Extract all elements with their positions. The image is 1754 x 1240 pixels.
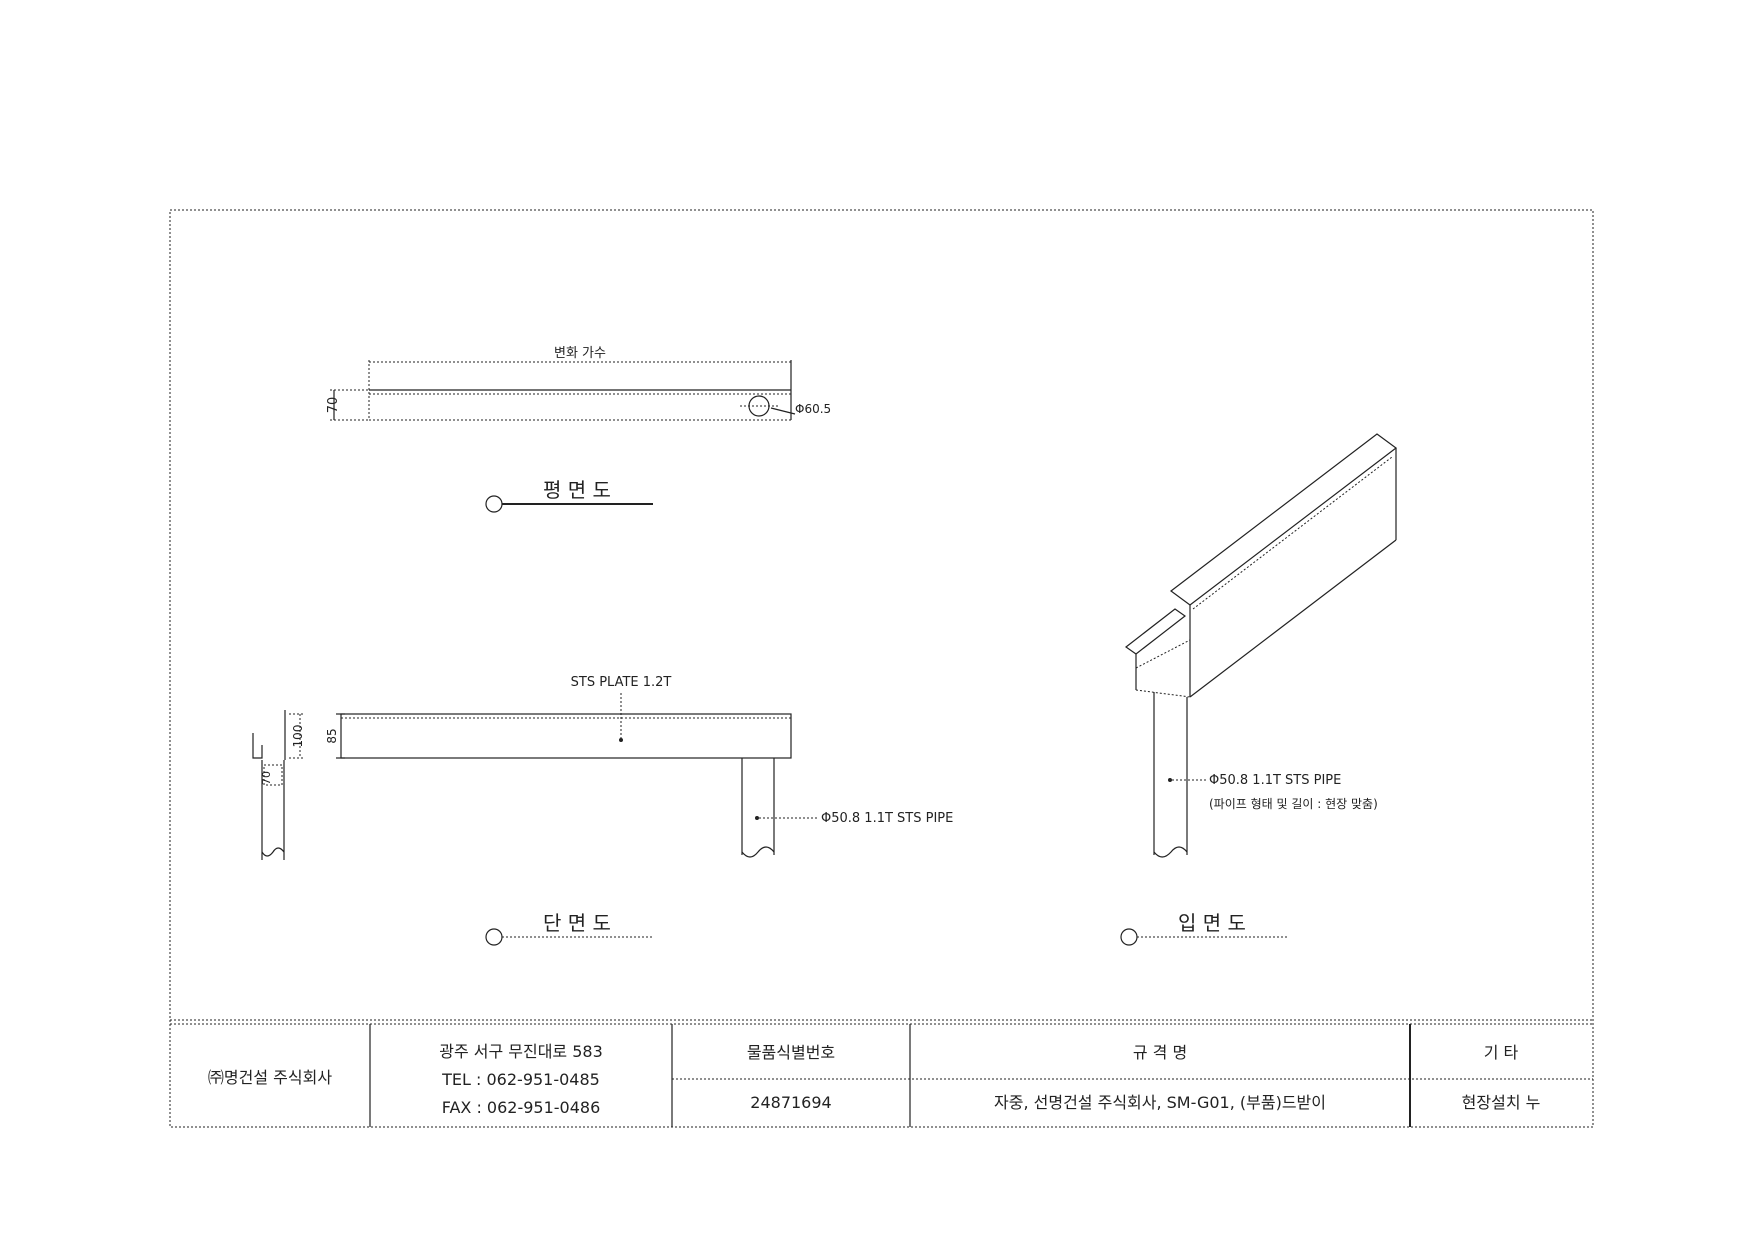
spec-header: 규 격 명 bbox=[1133, 1043, 1187, 1062]
company-name: ㈜명건설 주식회사 bbox=[208, 1068, 332, 1087]
section-dim-70: 70 bbox=[260, 771, 273, 785]
id-value: 24871694 bbox=[750, 1093, 831, 1112]
etc-header: 기 타 bbox=[1484, 1043, 1519, 1062]
sheet-border bbox=[169, 209, 1594, 1128]
company-tel: TEL : 062-951-0485 bbox=[441, 1070, 600, 1089]
plan-title: 평 면 도 bbox=[543, 478, 611, 502]
elevation-title: 입 면 도 bbox=[1178, 911, 1246, 935]
plan-pipe-label: Φ60.5 bbox=[795, 402, 831, 416]
section-view: 70 100 85 STS PLATE 1.2T Φ50.8 1.1T STS … bbox=[252, 675, 953, 946]
view-marker-icon bbox=[485, 495, 503, 513]
section-title: 단 면 도 bbox=[543, 911, 611, 935]
section-dim-85: 85 bbox=[325, 728, 339, 743]
company-fax: FAX : 062-951-0486 bbox=[442, 1098, 601, 1117]
view-marker-icon bbox=[1120, 928, 1138, 946]
plan-view: 70 변화 가수 Φ60.5 평 면 도 bbox=[326, 346, 831, 513]
section-plate-label: STS PLATE 1.2T bbox=[571, 675, 672, 690]
elevation-view: Φ50.8 1.1T STS PIPE (파이프 형태 및 길이 : 현장 맞춤… bbox=[1120, 433, 1398, 946]
title-block: ㈜명건설 주식회사 광주 서구 무진대로 583 TEL : 062-951-0… bbox=[208, 1024, 1593, 1127]
elevation-pipe-note: (파이프 형태 및 길이 : 현장 맞춤) bbox=[1209, 797, 1378, 811]
elevation-pipe-label: Φ50.8 1.1T STS PIPE bbox=[1209, 773, 1341, 788]
section-pipe-label: Φ50.8 1.1T STS PIPE bbox=[821, 811, 953, 826]
company-address: 광주 서구 무진대로 583 bbox=[439, 1042, 603, 1061]
id-header: 물품식별번호 bbox=[747, 1043, 835, 1062]
view-marker-icon bbox=[485, 928, 503, 946]
etc-value: 현장설치 누 bbox=[1462, 1093, 1541, 1112]
plan-width-dim: 70 bbox=[326, 397, 341, 414]
spec-value: 자중, 선명건설 주식회사, SM-G01, (부품)드받이 bbox=[994, 1093, 1326, 1112]
section-dim-100: 100 bbox=[291, 725, 305, 748]
plan-length-label: 변화 가수 bbox=[554, 346, 606, 361]
